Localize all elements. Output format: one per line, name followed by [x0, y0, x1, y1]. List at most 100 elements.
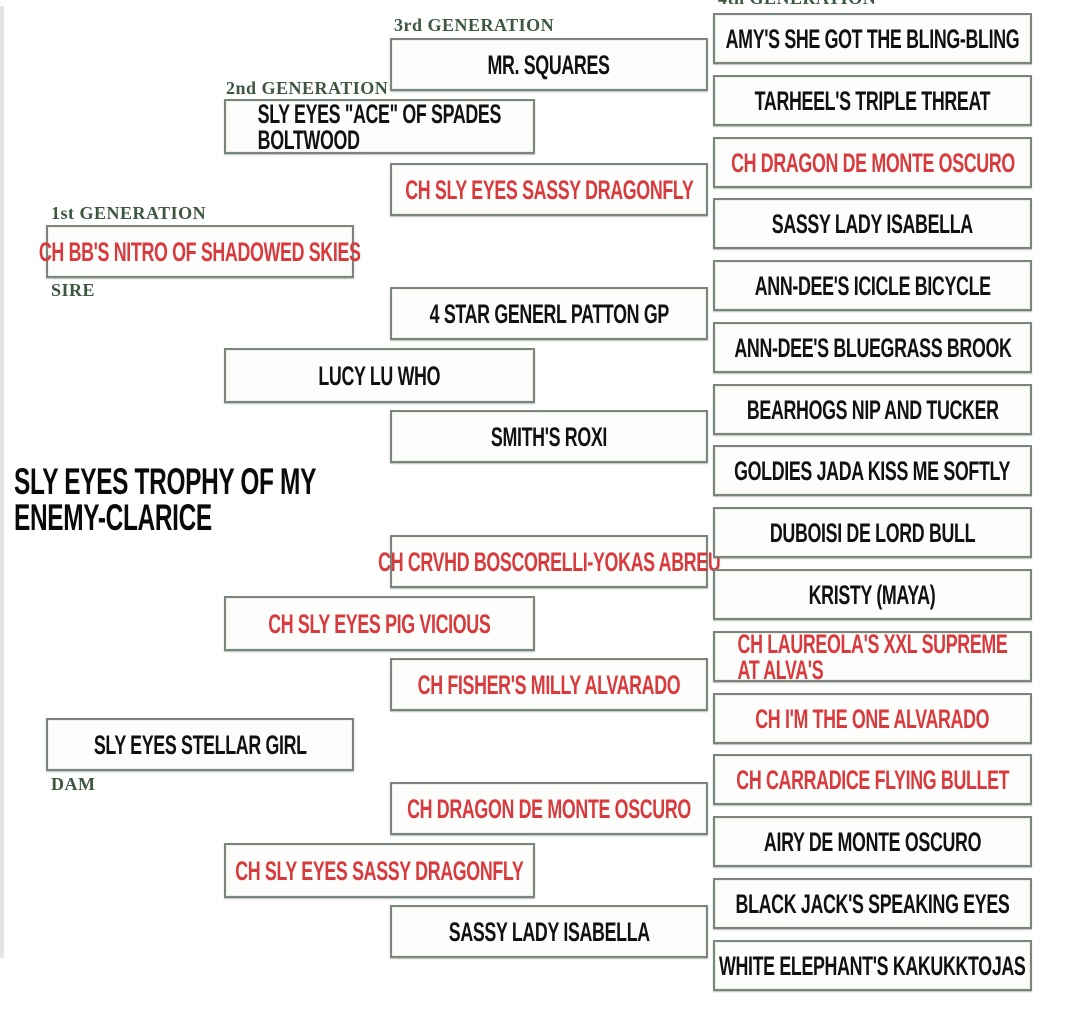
ancestor-name-line1: SLY EYES STELLAR GIRL: [93, 729, 307, 760]
ancestor-name-line1: CH LAUREOLA'S XXL SUPREME: [737, 628, 1008, 659]
ancestor-name-line2: AT ALVA'S: [737, 654, 824, 685]
ancestor-name: AMY'S SHE GOT THE BLING-BLING: [725, 23, 1020, 54]
ancestor-name: TARHEEL'S TRIPLE THREAT: [754, 85, 991, 116]
ancestor-name: WHITE ELEPHANT'S KAKUKKTOJAS: [719, 950, 1026, 981]
gen4-box-2: TARHEEL'S TRIPLE THREAT: [713, 75, 1032, 126]
gen3-box-4: SMITH'S ROXI: [390, 410, 708, 463]
ancestor-name-line1: CH FISHER'S MILLY ALVARADO: [417, 669, 681, 700]
ancestor-name-line1: ANN-DEE'S ICICLE BICYCLE: [754, 270, 991, 301]
ancestor-name: CH DRAGON DE MONTE OSCURO: [407, 793, 691, 824]
gen4-box-11: CH LAUREOLA'S XXL SUPREME AT ALVA'S: [713, 628, 1032, 685]
gen2-box-3: CH SLY EYES PIG VICIOUS: [224, 596, 535, 651]
gen4-box-10: KRISTY (MAYA): [713, 569, 1032, 620]
ancestor-name: CH BB'S NITRO OF SHADOWED SKIES: [39, 236, 361, 267]
ancestor-name: DUBOISI DE LORD BULL: [769, 517, 976, 548]
ancestor-name: BLACK JACK'S SPEAKING EYES: [735, 888, 1010, 919]
ancestor-name-line1: WHITE ELEPHANT'S KAKUKKTOJAS: [719, 950, 1026, 981]
ancestor-name: CH CRVHD BOSCORELLI-YOKAS ABREU: [377, 546, 721, 577]
ancestor-name: KRISTY (MAYA): [809, 579, 936, 610]
ancestor-name-line1: DUBOISI DE LORD BULL: [769, 517, 976, 548]
gen2-box-4: CH SLY EYES SASSY DRAGONFLY: [224, 843, 535, 898]
left-edge-artifact: [0, 6, 4, 958]
ancestor-name-line1: AMY'S SHE GOT THE BLING-BLING: [725, 23, 1020, 54]
gen3-box-6: CH FISHER'S MILLY ALVARADO: [390, 658, 708, 711]
ancestor-name: CH SLY EYES PIG VICIOUS: [268, 608, 491, 639]
gen4-box-13: CH CARRADICE FLYING BULLET: [713, 754, 1032, 805]
ancestor-name-line1: AIRY DE MONTE OSCURO: [763, 826, 982, 857]
ancestor-name: ANN-DEE'S BLUEGRASS BROOK: [733, 332, 1012, 363]
gen4-box-9: DUBOISI DE LORD BULL: [713, 507, 1032, 558]
gen4-box-14: AIRY DE MONTE OSCURO: [713, 816, 1032, 867]
ancestor-name: CH FISHER'S MILLY ALVARADO: [417, 669, 681, 700]
gen4-box-4: SASSY LADY ISABELLA: [713, 198, 1032, 249]
gen2-label: 2nd GENERATION: [226, 78, 389, 98]
ancestor-name-line1: SMITH'S ROXI: [490, 421, 608, 452]
gen1-label: 1st GENERATION: [51, 203, 207, 223]
ancestor-name: SMITH'S ROXI: [490, 421, 608, 452]
subject-name-line1: SLY EYES TROPHY OF MY: [14, 461, 317, 502]
ancestor-name: CH SLY EYES SASSY DRAGONFLY: [404, 174, 694, 205]
ancestor-name: CH I'M THE ONE ALVARADO: [755, 703, 990, 734]
gen4-box-5: ANN-DEE'S ICICLE BICYCLE: [713, 260, 1032, 311]
ancestor-name-line1: SASSY LADY ISABELLA: [448, 916, 650, 947]
ancestor-name-line1: BEARHOGS NIP AND TUCKER: [746, 394, 999, 425]
gen4-box-12: CH I'M THE ONE ALVARADO: [713, 693, 1032, 744]
ancestor-name-line1: CH SLY EYES SASSY DRAGONFLY: [404, 174, 694, 205]
gen3-box-5: CH CRVHD BOSCORELLI-YOKAS ABREU: [378, 535, 720, 588]
gen4-box-8: GOLDIES JADA KISS ME SOFTLY: [713, 445, 1032, 496]
ancestor-name: SLY EYES "ACE" OF SPADES BOLTWOOD: [257, 98, 502, 155]
ancestor-name-line1: CH BB'S NITRO OF SHADOWED SKIES: [39, 236, 361, 267]
ancestor-name: SLY EYES STELLAR GIRL: [93, 729, 307, 760]
ancestor-name-line1: CH SLY EYES PIG VICIOUS: [268, 608, 491, 639]
ancestor-name-line1: CH CRVHD BOSCORELLI-YOKAS ABREU: [377, 546, 721, 577]
ancestor-name-line1: MR. SQUARES: [487, 49, 611, 80]
sire-label: SIRE: [51, 280, 96, 300]
ancestor-name-line1: LUCY LU WHO: [318, 360, 441, 391]
ancestor-name-line1: CH SLY EYES SASSY DRAGONFLY: [235, 855, 524, 886]
ancestor-name-line1: BLACK JACK'S SPEAKING EYES: [735, 888, 1010, 919]
ancestor-name-line1: CH DRAGON DE MONTE OSCURO: [407, 793, 691, 824]
gen3-box-2: CH SLY EYES SASSY DRAGONFLY: [390, 163, 708, 216]
gen1-box-dam: SLY EYES STELLAR GIRL: [46, 718, 354, 771]
ancestor-name-line1: CH CARRADICE FLYING BULLET: [736, 764, 1009, 795]
gen4-label: 4th GENERATION: [718, 0, 876, 7]
gen2-box-1: SLY EYES "ACE" OF SPADES BOLTWOOD: [224, 99, 535, 154]
ancestor-name: CH SLY EYES SASSY DRAGONFLY: [235, 855, 524, 886]
ancestor-name: MR. SQUARES: [487, 49, 611, 80]
ancestor-name: GOLDIES JADA KISS ME SOFTLY: [734, 455, 1011, 486]
ancestor-name-line2: BOLTWOOD: [257, 124, 360, 155]
ancestor-name-line1: 4 STAR GENERL PATTON GP: [429, 298, 669, 329]
gen3-box-3: 4 STAR GENERL PATTON GP: [390, 287, 708, 340]
gen4-box-15: BLACK JACK'S SPEAKING EYES: [713, 878, 1032, 929]
gen3-box-1: MR. SQUARES: [390, 38, 708, 91]
ancestor-name: CH CARRADICE FLYING BULLET: [736, 764, 1009, 795]
gen3-box-7: CH DRAGON DE MONTE OSCURO: [390, 782, 708, 835]
gen2-box-2: LUCY LU WHO: [224, 348, 535, 403]
gen4-box-1: AMY'S SHE GOT THE BLING-BLING: [713, 13, 1032, 64]
ancestor-name-line1: GOLDIES JADA KISS ME SOFTLY: [734, 455, 1011, 486]
ancestor-name: CH LAUREOLA'S XXL SUPREME AT ALVA'S: [737, 628, 1008, 685]
gen1-box-sire: CH BB'S NITRO OF SHADOWED SKIES: [39, 225, 361, 278]
ancestor-name-line1: SASSY LADY ISABELLA: [771, 208, 974, 239]
ancestor-name: LUCY LU WHO: [318, 360, 441, 391]
ancestor-name: CH DRAGON DE MONTE OSCURO: [730, 147, 1015, 178]
ancestor-name: SASSY LADY ISABELLA: [771, 208, 974, 239]
ancestor-name: BEARHOGS NIP AND TUCKER: [746, 394, 999, 425]
ancestor-name: AIRY DE MONTE OSCURO: [763, 826, 982, 857]
gen3-box-8: SASSY LADY ISABELLA: [390, 905, 708, 958]
ancestor-name: ANN-DEE'S ICICLE BICYCLE: [754, 270, 991, 301]
subject-name: SLY EYES TROPHY OF MY ENEMY-CLARICE: [14, 461, 472, 538]
gen3-label: 3rd GENERATION: [394, 15, 555, 35]
ancestor-name-line1: SLY EYES "ACE" OF SPADES: [257, 98, 502, 129]
ancestor-name-line1: TARHEEL'S TRIPLE THREAT: [754, 85, 991, 116]
ancestor-name-line1: CH DRAGON DE MONTE OSCURO: [730, 147, 1015, 178]
ancestor-name-line1: KRISTY (MAYA): [809, 579, 936, 610]
subject-name-line2: ENEMY-CLARICE: [14, 497, 212, 538]
ancestor-name-line1: CH I'M THE ONE ALVARADO: [755, 703, 990, 734]
ancestor-name-line1: ANN-DEE'S BLUEGRASS BROOK: [733, 332, 1012, 363]
gen4-box-7: BEARHOGS NIP AND TUCKER: [713, 384, 1032, 435]
ancestor-name: SASSY LADY ISABELLA: [448, 916, 650, 947]
dam-label: DAM: [51, 774, 96, 794]
gen4-box-16: WHITE ELEPHANT'S KAKUKKTOJAS: [713, 940, 1032, 991]
